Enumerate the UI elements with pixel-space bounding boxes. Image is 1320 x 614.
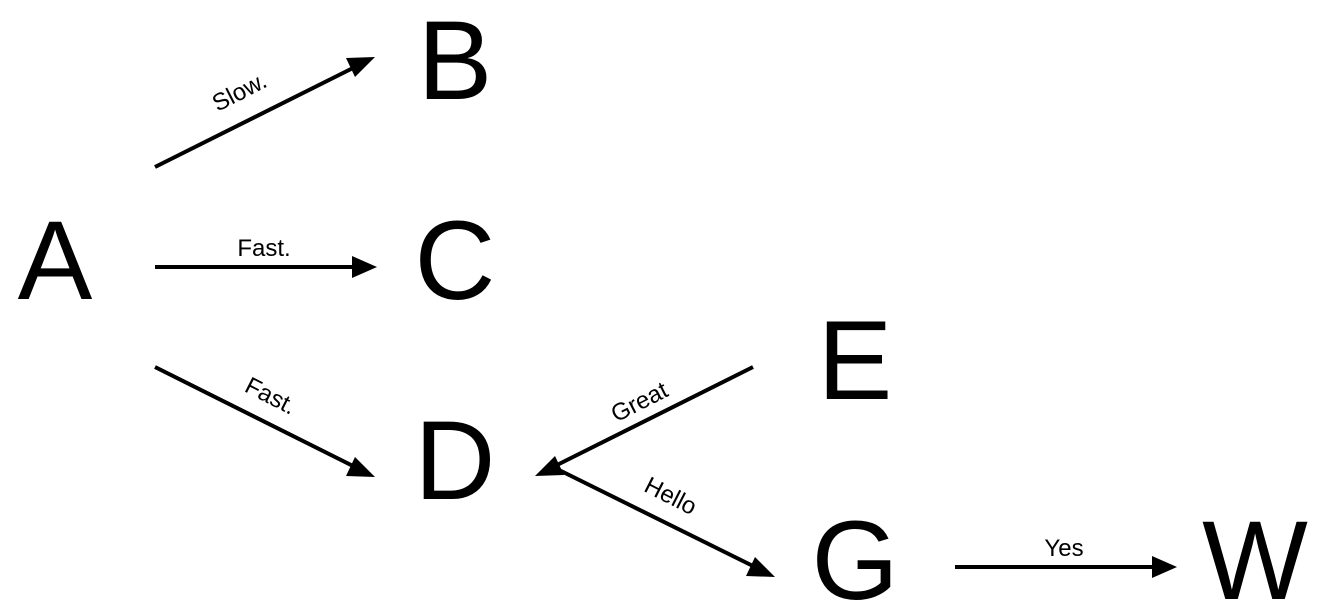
edge-e-d-label: Great	[607, 377, 673, 428]
edge-a-d-arrowhead	[346, 457, 375, 477]
edge-a-b-line	[154, 65, 356, 169]
edge-d-g-arrowhead	[746, 557, 775, 577]
node-a: A	[18, 198, 93, 323]
edge-g-w-label: Yes	[1044, 535, 1083, 562]
edge-a-b-label: Slow.	[208, 67, 271, 117]
edge-g-w-arrowhead	[1152, 556, 1177, 578]
edge-d-g: Hello	[552, 465, 775, 577]
node-b: B	[418, 0, 493, 123]
edge-e-d-arrowhead	[535, 456, 564, 476]
edge-a-b-arrowhead	[346, 57, 375, 77]
edge-a-b: Slow.	[154, 57, 375, 169]
node-e: E	[818, 298, 893, 423]
node-c: C	[415, 198, 496, 323]
edge-a-d-line	[154, 365, 356, 469]
edge-e-d: Great	[535, 365, 754, 476]
node-d: D	[415, 398, 496, 523]
edge-e-d-line	[552, 365, 754, 469]
node-g: G	[811, 498, 898, 614]
edge-a-d: Fast.	[154, 365, 375, 477]
edge-d-g-line	[552, 465, 756, 569]
edge-a-c-arrowhead	[352, 256, 377, 278]
node-w: W	[1202, 498, 1308, 614]
edge-a-c-label: Fast.	[237, 235, 290, 262]
edge-a-c: Fast.	[155, 235, 377, 278]
edge-g-w: Yes	[955, 535, 1177, 578]
